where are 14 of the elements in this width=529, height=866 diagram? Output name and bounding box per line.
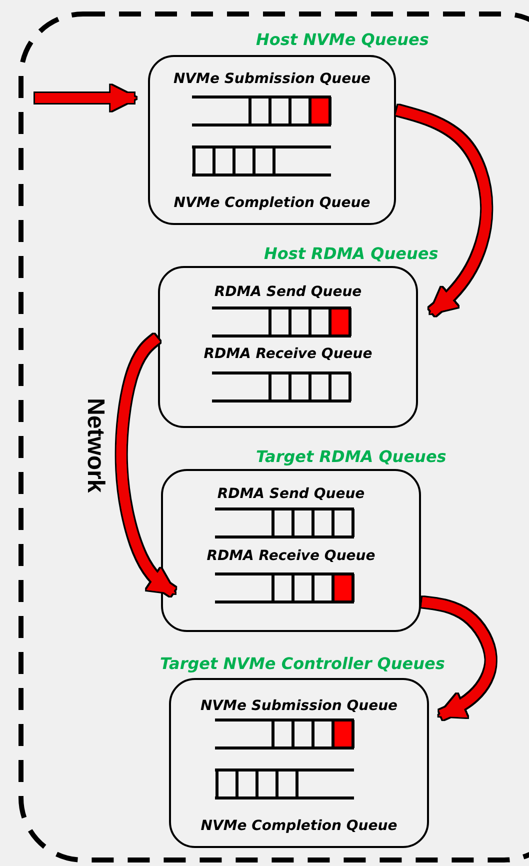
queue-label: RDMA Receive Queue [206,548,376,564]
queue-label: RDMA Send Queue [213,284,363,300]
group-heading: Host NVMe Queues [256,31,429,49]
group-heading: Target RDMA Queues [256,448,446,466]
network-label: Network [82,398,108,493]
queue-label: NVMe Submission Queue [199,698,399,714]
queue-label: NVMe Completion Queue [200,818,398,834]
queue-label: RDMA Send Queue [216,486,366,502]
queue-label: RDMA Receive Queue [202,346,374,362]
group-heading: Target NVMe Controller Queues [160,655,445,673]
queue-label: NVMe Completion Queue [172,195,372,211]
group-heading: Host RDMA Queues [264,245,438,263]
arrow [35,85,137,111]
queue-label: NVMe Submission Queue [172,71,372,87]
